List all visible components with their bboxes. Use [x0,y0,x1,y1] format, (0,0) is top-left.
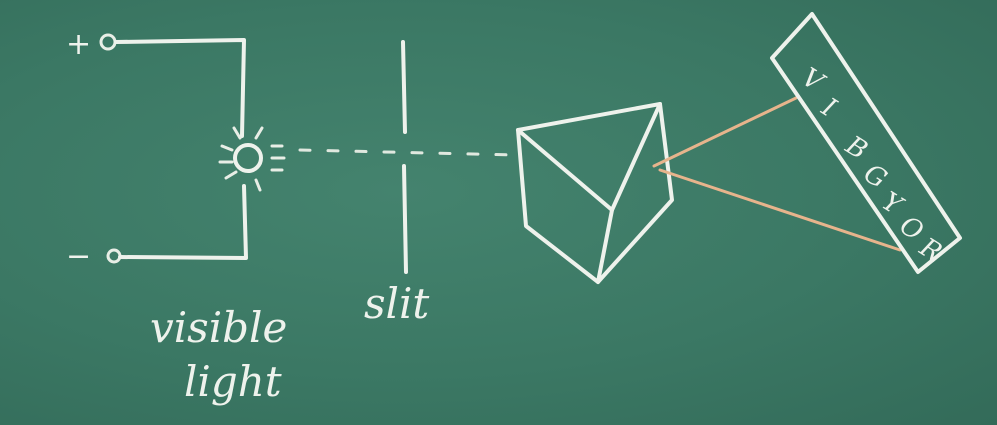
light-label: light [184,357,282,406]
spectrum-letter-i: I [815,92,841,124]
glow-rays-icon [218,126,286,192]
prism-icon [516,102,674,284]
negative-sign: − [66,239,91,274]
top-wire [114,38,246,138]
slit-lower-bar [402,164,408,274]
light-beam [298,148,517,157]
spectrum-screen: V I B G Y O R [770,12,962,274]
positive-sign: + [66,27,91,62]
screen-outline [770,12,962,274]
slit-label: slit [364,279,429,328]
light-bulb [218,126,286,192]
red-ray [658,168,902,252]
circuit: + − [66,27,248,274]
bulb-icon [233,143,263,173]
negative-terminal [106,248,122,264]
dispersion-rays [652,96,902,252]
spectrum-letter-v: V [796,62,830,99]
positive-terminal [99,33,117,51]
bottom-wire [118,184,248,260]
visible-label: visible [150,303,287,352]
slit-upper-bar [401,40,407,134]
slit-barrier [401,40,408,274]
violet-ray [652,96,798,168]
